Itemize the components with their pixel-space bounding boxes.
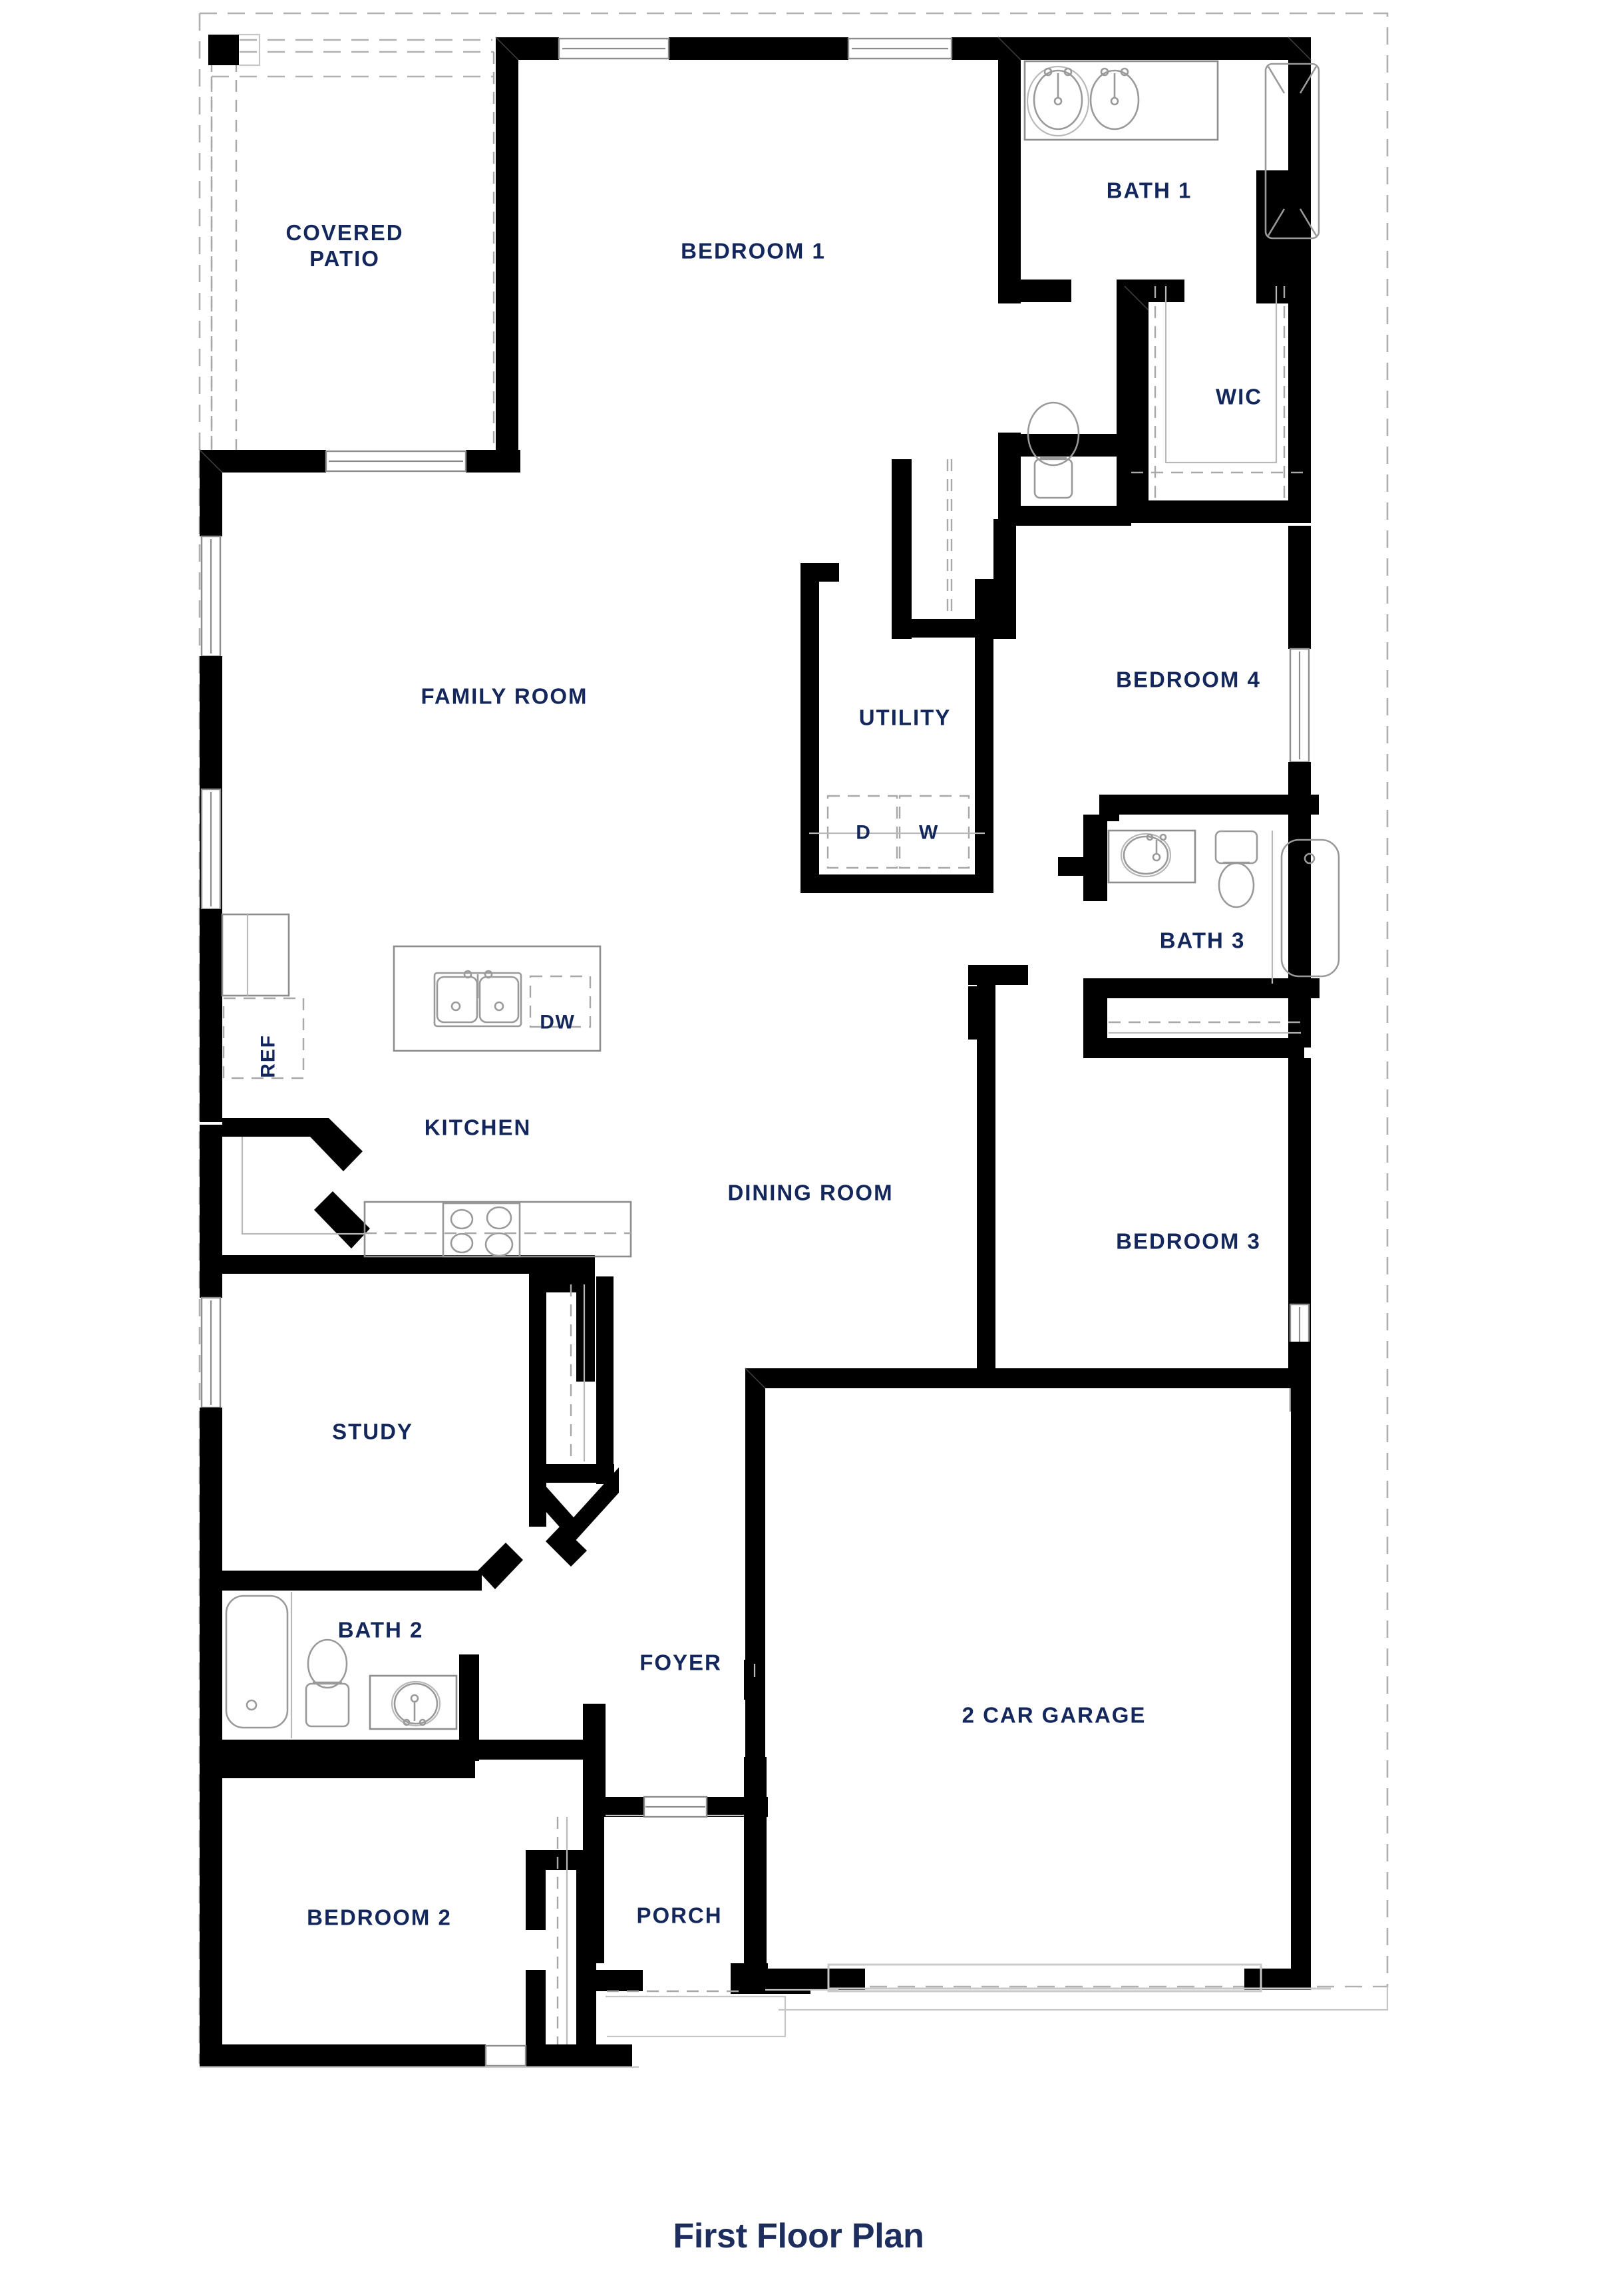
kitchen-counter-range xyxy=(241,1137,632,1258)
garage-door xyxy=(827,1963,1331,1993)
window-family-a xyxy=(200,535,222,658)
bath2-fixtures xyxy=(225,1592,458,1738)
utility-appliances xyxy=(809,795,985,869)
covered-patio-outline xyxy=(208,33,495,459)
bath3-bathtub xyxy=(1271,831,1340,984)
closet-centerlines xyxy=(556,459,949,2044)
window-bath1 xyxy=(847,37,953,60)
page-title: First Floor Plan xyxy=(673,2217,924,2255)
window-bedroom1-a xyxy=(558,37,670,60)
hall-closet-lines xyxy=(1109,1021,1301,1034)
window-study xyxy=(200,1296,222,1409)
porch-outline xyxy=(606,1814,838,2038)
front-door xyxy=(643,1796,708,1818)
kitchen-refrigerator-alcove xyxy=(221,913,305,1079)
shower-in-bath1 xyxy=(1264,63,1320,240)
water-closet-toilet xyxy=(1027,401,1080,499)
door-patio-sliding xyxy=(325,450,467,473)
window-bedroom2 xyxy=(484,2044,527,2067)
kitchen-island xyxy=(393,945,602,1052)
slab-edges xyxy=(200,1987,1389,2068)
window-bedroom4 xyxy=(1289,648,1310,763)
window-family-b xyxy=(200,788,222,910)
wic-shelving xyxy=(1131,286,1310,500)
wall-structure xyxy=(200,37,1331,2067)
bath3-fixtures xyxy=(1107,829,1258,908)
door-openings xyxy=(199,37,1312,1389)
bath1-fixtures xyxy=(1023,60,1219,141)
